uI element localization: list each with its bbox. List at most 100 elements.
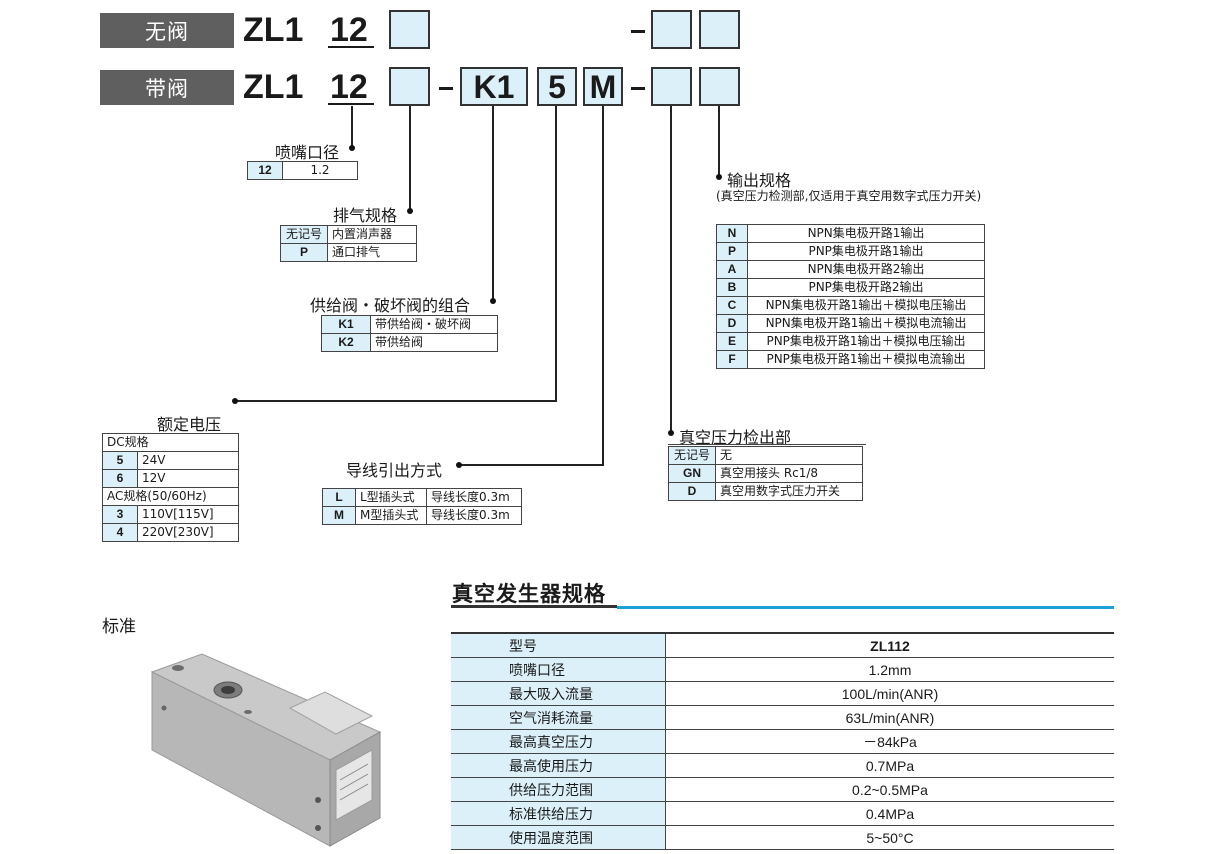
option-code: L <box>322 488 356 507</box>
spec-value: 0.2~0.5MPa <box>665 777 1114 802</box>
row1-label: 无阀 <box>100 13 234 48</box>
table-row: P PNP集电极开路1输出 <box>716 242 985 261</box>
table-row: 最高使用压力 0.7MPa <box>451 753 1114 778</box>
spec-header-name: 型号 <box>451 632 666 658</box>
table-row: A NPN集电极开路2输出 <box>716 260 985 279</box>
table-row: B PNP集电极开路2输出 <box>716 278 985 297</box>
output-note: (真空压力检测部,仅适用于真空用数字式压力开关) <box>716 189 982 203</box>
table-row: 12 1.2 <box>247 161 358 180</box>
option-desc: 12V <box>137 469 239 488</box>
table-row: DC规格 <box>102 433 239 452</box>
leader-valve <box>492 106 494 300</box>
table-row: 最大吸入流量 100L/min(ANR) <box>451 681 1114 706</box>
option-code: 3 <box>102 505 138 524</box>
valve-combo-code: K1 <box>460 67 528 106</box>
exhaust-title: 排气规格 <box>333 206 398 225</box>
option-code: F <box>716 350 748 369</box>
spec-value: 1.2mm <box>665 657 1114 682</box>
table-row: P 通口排气 <box>280 243 417 262</box>
table-row: 无记号 内置消声器 <box>280 225 417 244</box>
voltage-table: DC规格 5 24V 6 12V AC规格(50/60Hz) 3 110V[11… <box>102 433 239 542</box>
table-row: C NPN集电极开路1输出＋模拟电压输出 <box>716 296 985 315</box>
voltage-title: 额定电压 <box>157 415 222 434</box>
option-code: 5 <box>102 451 138 470</box>
option-code: 6 <box>102 469 138 488</box>
table-row: AC规格(50/60Hz) <box>102 487 239 506</box>
output-box-row1 <box>699 10 740 49</box>
option-desc: NPN集电极开路1输出 <box>747 224 985 243</box>
option-code: B <box>716 278 748 297</box>
size-underline-row2 <box>328 103 374 105</box>
option-desc: 无 <box>715 446 863 465</box>
dash-k <box>439 87 453 90</box>
leader-exhaust-dot <box>407 208 413 214</box>
option-desc: 内置消声器 <box>327 225 417 244</box>
option-desc: PNP集电极开路2输出 <box>747 278 985 297</box>
table-row: K2 带供给阀 <box>321 333 498 352</box>
option-desc: PNP集电极开路1输出＋模拟电流输出 <box>747 350 985 369</box>
leader-voltage-h <box>236 400 557 402</box>
dash-row1 <box>631 30 645 33</box>
table-row: 3 110V[115V] <box>102 505 239 524</box>
spec-name: 空气消耗流量 <box>451 705 666 730</box>
leader-vacuum-dot <box>668 430 674 436</box>
nozzle-table: 12 1.2 <box>247 161 358 180</box>
leader-voltage-v <box>555 106 557 402</box>
leader-valve-dot <box>490 298 496 304</box>
output-box-row2 <box>699 67 740 106</box>
spec-value: 5~50°C <box>665 825 1114 850</box>
spec-name: 最高使用压力 <box>451 753 666 778</box>
option-desc: 1.2 <box>282 161 358 180</box>
spec-name: 最大吸入流量 <box>451 681 666 706</box>
option-type: L型插头式 <box>355 488 427 507</box>
option-desc: 110V[115V] <box>137 505 239 524</box>
spec-value: －84kPa <box>665 729 1114 754</box>
option-desc: 真空用接头 Rc1/8 <box>715 464 863 483</box>
option-desc: 24V <box>137 451 239 470</box>
table-row: 最高真空压力 －84kPa <box>451 729 1114 754</box>
option-code: D <box>668 482 716 501</box>
spec-name: 最高真空压力 <box>451 729 666 754</box>
option-code: 4 <box>102 523 138 542</box>
spec-value: 100L/min(ANR) <box>665 681 1114 706</box>
option-code: P <box>716 242 748 261</box>
model-prefix-row2: ZL1 <box>243 68 304 106</box>
option-code: E <box>716 332 748 351</box>
table-row: 无记号 无 <box>668 446 863 465</box>
option-code: 无记号 <box>280 225 328 244</box>
spec-header-value: ZL112 <box>665 632 1114 658</box>
product-label: 标准 <box>102 617 136 637</box>
option-code: K1 <box>321 315 371 334</box>
vacuum-box-row2 <box>651 67 692 106</box>
spec-table: 型号 ZL112 喷嘴口径 1.2mm 最大吸入流量 100L/min(ANR)… <box>451 632 1114 850</box>
dc-header: DC规格 <box>102 433 239 452</box>
table-row: L L型插头式 导线长度0.3m <box>322 488 522 507</box>
option-desc: NPN集电极开路1输出＋模拟电流输出 <box>747 314 985 333</box>
option-desc: 带供给阀 <box>370 333 498 352</box>
leader-voltage-dot <box>232 398 238 404</box>
leader-wiring-dot <box>456 462 462 468</box>
table-row: F PNP集电极开路1输出＋模拟电流输出 <box>716 350 985 369</box>
leader-wiring-h <box>460 464 604 466</box>
spec-title-underline-dark <box>451 605 617 608</box>
option-code: M <box>322 506 356 525</box>
dash-row2 <box>631 87 645 90</box>
leader-exhaust <box>409 106 411 210</box>
option-code: 12 <box>247 161 283 180</box>
size-underline-row1 <box>328 46 374 48</box>
table-row: 5 24V <box>102 451 239 470</box>
nozzle-title: 喷嘴口径 <box>275 143 340 162</box>
output-table: N NPN集电极开路1输出 P PNP集电极开路1输出 A NPN集电极开路2输… <box>716 224 985 369</box>
option-code: K2 <box>321 333 371 352</box>
leader-nozzle <box>351 106 353 148</box>
table-row: N NPN集电极开路1输出 <box>716 224 985 243</box>
table-row: 4 220V[230V] <box>102 523 239 542</box>
spec-title: 真空发生器规格 <box>452 582 606 606</box>
option-desc: 带供给阀・破坏阀 <box>370 315 498 334</box>
table-row: M M型插头式 导线长度0.3m <box>322 506 522 525</box>
size-code-row1: 12 <box>330 11 368 49</box>
option-code: C <box>716 296 748 315</box>
table-row: 供给压力范围 0.2~0.5MPa <box>451 777 1114 802</box>
output-title: 输出规格 <box>727 171 792 190</box>
spec-value: 0.4MPa <box>665 801 1114 826</box>
